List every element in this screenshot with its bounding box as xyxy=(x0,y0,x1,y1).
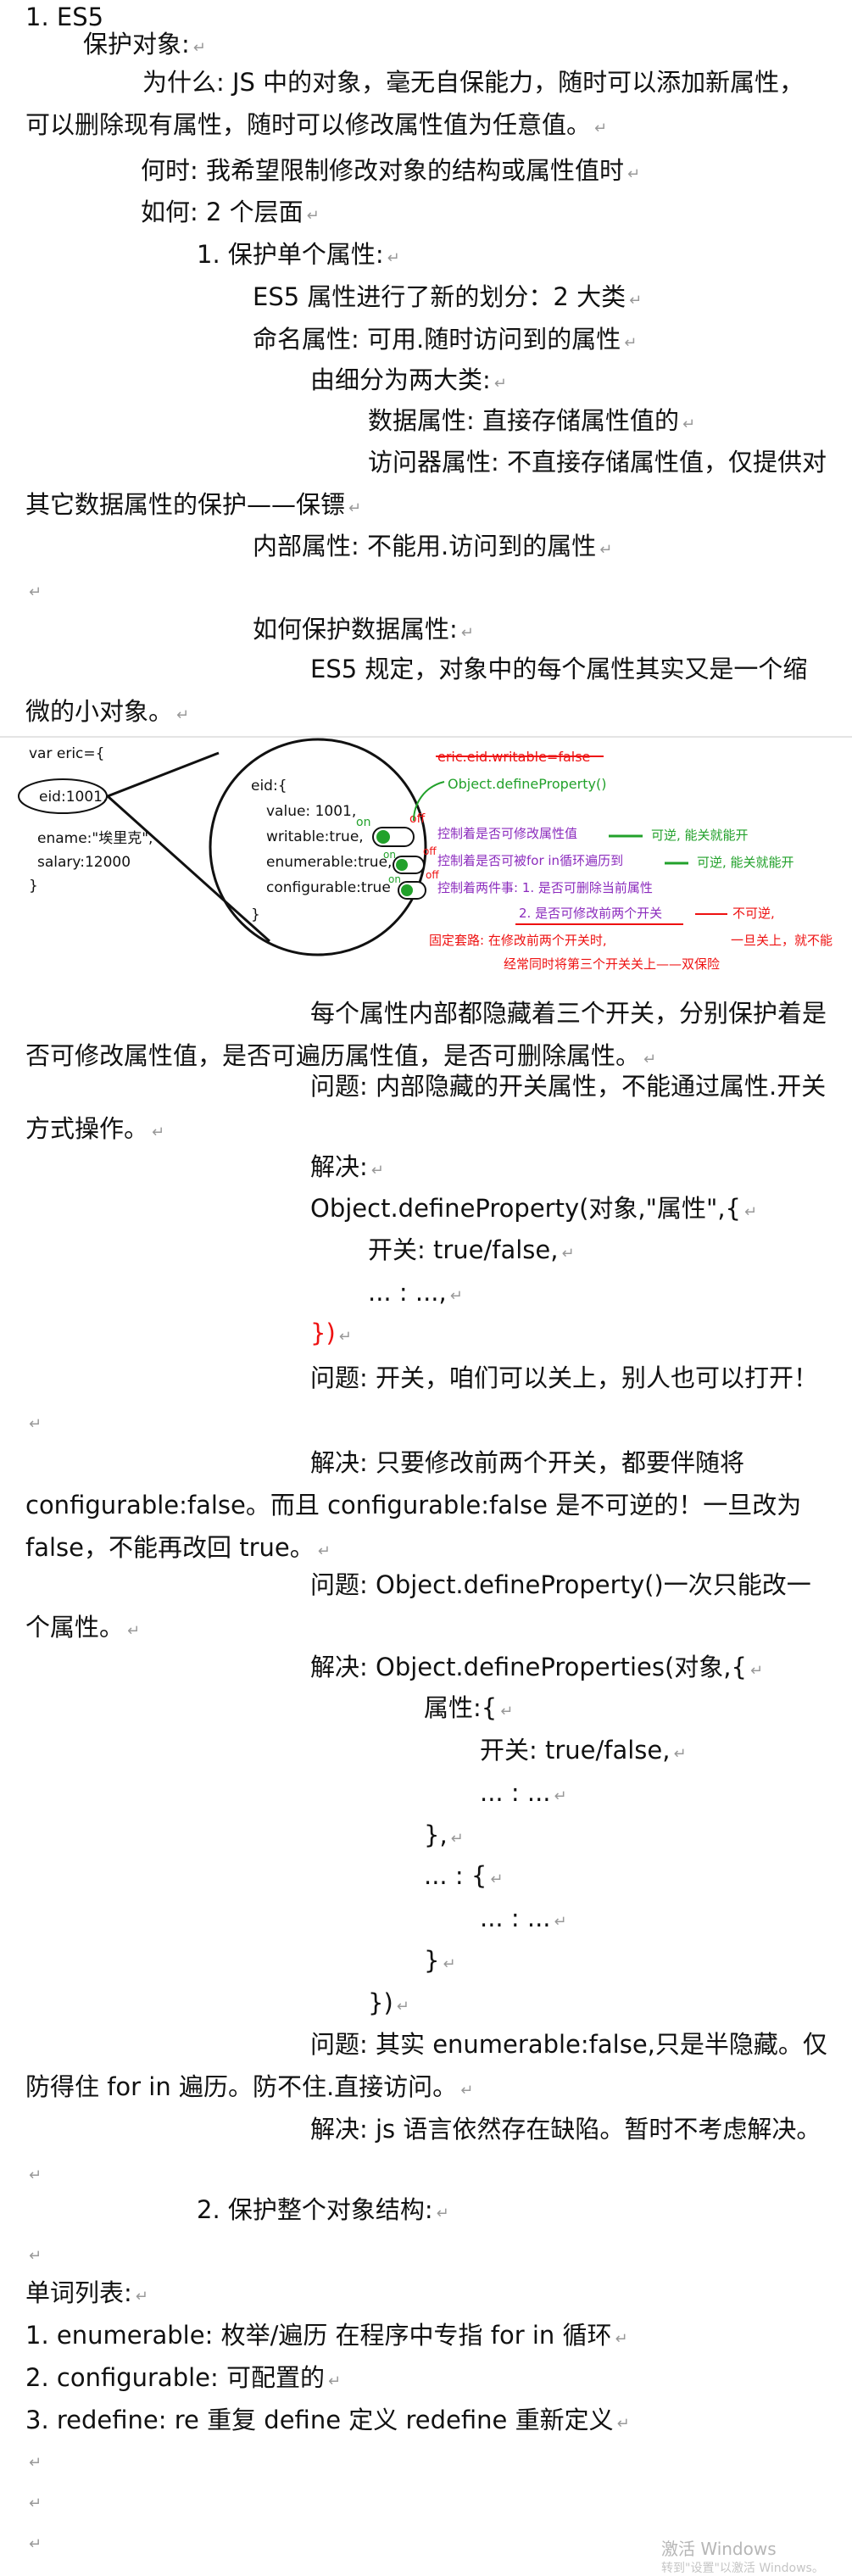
right-note: 可逆, 能关就能开 xyxy=(697,855,794,870)
paragraph-named-properties: 命名属性: 可用.随时访问到的属性↵ xyxy=(253,325,638,354)
detail-line: configurable:true xyxy=(266,879,391,896)
paragraph-internal-property: 内部属性: 不能用.访问到的属性↵ xyxy=(253,532,613,560)
paragraph-problem-open: 问题: 开关，咱们可以关上，别人也可以打开！↵ xyxy=(29,1363,818,1433)
enumerable-switch xyxy=(393,856,425,874)
zoom-line-top xyxy=(107,751,220,798)
empty-paragraph: ↵ xyxy=(29,2495,42,2512)
pattern-note: 固定套路: 在修改前两个开关时, xyxy=(429,933,607,948)
define-arrow xyxy=(413,781,445,822)
figure-code-line: salary:12000 xyxy=(37,854,131,871)
empty-paragraph: ↵ xyxy=(29,2247,42,2265)
figure-code-line: var eric={ xyxy=(29,745,104,762)
detail-line: value: 1001, xyxy=(266,803,356,820)
off-label: off xyxy=(426,869,439,881)
eid-highlight-ellipse xyxy=(18,778,108,814)
code-switch-line-2: 开关: true/false,↵ xyxy=(480,1736,687,1765)
writable-note: 控制着是否可修改属性值 xyxy=(437,826,577,841)
paragraph-three-switches: 每个属性内部都隐藏着三个开关，分别保护着是否可修改属性值，是否可遍历属性值，是否… xyxy=(25,999,827,1070)
vocab-heading: 单词列表:↵ xyxy=(25,2278,148,2307)
empty-paragraph: ↵ xyxy=(29,2454,42,2472)
code-ellipsis-3: ... : ...↵ xyxy=(480,1904,567,1932)
empty-paragraph: ↵ xyxy=(29,583,42,601)
detail-line: eid:{ xyxy=(251,778,287,795)
detail-line: } xyxy=(251,906,260,923)
figure-code-line: eid:1001, xyxy=(39,789,107,806)
paragraph-subdivided: 由细分为两大类:↵ xyxy=(310,365,507,394)
on-label: on xyxy=(388,873,401,885)
paragraph-es5-rule: ES5 规定，对象中的每个属性其实又是一个缩微的小对象。↵ xyxy=(25,655,808,726)
paragraph-solution-configurable: 解决: 只要修改前两个开关，都要伴随将configurable:false。而且… xyxy=(25,1448,802,1562)
heading-es5: 1. ES5 xyxy=(25,3,104,31)
right-note: 一旦关上，就不能 xyxy=(731,933,833,948)
figure-code-line: ename:"埃里克", xyxy=(37,830,153,847)
code-ellipsis: ... : ...,↵ xyxy=(368,1278,463,1307)
configurable-note-2: 2. 是否可修改前两个开关 xyxy=(519,906,662,921)
windows-activation-note: 转到"设置"以激活 Windows。 xyxy=(661,2562,824,2575)
enumerable-note: 控制着是否可被for in循环遍历到 xyxy=(437,853,623,868)
code-ellipsis-2: ... : ...↵ xyxy=(480,1778,567,1807)
right-note: 不可逆, xyxy=(732,906,775,921)
define-property-label: Object.defineProperty() xyxy=(448,776,606,792)
paragraph-accessor-property: 访问器属性: 不直接存储属性值，仅提供对其它数据属性的保护——保镖↵ xyxy=(25,448,827,519)
vocab-item: 1. enumerable: 枚举/遍历 在程序中专指 for in 循环↵ xyxy=(25,2321,628,2350)
configurable-note: 控制着两件事: 1. 是否可删除当前属性 xyxy=(437,880,653,895)
paragraph-why: 为什么: JS 中的对象，毫无自保能力，随时可以添加新属性，可以删除现有属性，随… xyxy=(25,68,805,139)
property-switch-diagram: var eric={ eid:1001, ename:"埃里克", salary… xyxy=(0,736,852,990)
on-label: on xyxy=(356,816,370,829)
vocab-item: 3. redefine: re 重复 define 定义 redefine 重新… xyxy=(25,2406,630,2434)
right-note: 可逆, 能关就能开 xyxy=(651,828,749,843)
paragraph-problem-hidden: 问题: 内部隐藏的开关属性，不能通过属性.开关方式操作。↵ xyxy=(25,1072,827,1143)
paragraph-js-flaw: 解决: js 语言依然存在缺陷。暂时不考虑解决。↵ xyxy=(29,2115,821,2184)
code-property-close: },↵ xyxy=(424,1820,464,1849)
zoom-line-bottom xyxy=(106,795,271,943)
code-define-property-close: })↵ xyxy=(310,1319,352,1347)
off-label: off xyxy=(409,812,426,826)
pattern-note-2: 经常同时将第三个开关关上——双保险 xyxy=(504,956,720,972)
section-protect-single-property: 1. 保护单个属性:↵ xyxy=(197,240,400,269)
on-label: on xyxy=(383,849,396,861)
off-label: off xyxy=(423,845,437,857)
section-protect-object-structure: 2. 保护整个对象结构:↵ xyxy=(197,2195,449,2224)
detail-line: enumerable:true, xyxy=(266,854,392,871)
windows-activation-watermark: 激活 Windows xyxy=(661,2539,777,2559)
code-property-open: 属性:{↵ xyxy=(424,1693,514,1722)
code-define-property-open: Object.defineProperty(对象,"属性",{↵ xyxy=(310,1194,758,1223)
empty-paragraph: ↵ xyxy=(29,2535,42,2553)
code-define-properties-close: })↵ xyxy=(368,1988,409,2017)
paragraph-how-protect-data: 如何保护数据属性:↵ xyxy=(253,615,474,644)
paragraph-when: 何时: 我希望限制修改对象的结构或属性值时↵ xyxy=(141,156,641,185)
code-define-properties-open: 解决: Object.defineProperties(对象,{↵ xyxy=(310,1653,764,1681)
paragraph-data-property: 数据属性: 直接存储属性值的↵ xyxy=(368,406,696,435)
magnify-circle xyxy=(209,738,427,956)
subheading-protect-object: 保护对象:↵ xyxy=(83,30,206,59)
figure-code-line: } xyxy=(29,878,38,895)
paragraph-problem-one-property: 问题: Object.defineProperty()一次只能改一个属性。↵ xyxy=(25,1570,811,1642)
configurable-switch xyxy=(398,881,426,900)
code-next-property-open: ... : {↵ xyxy=(424,1861,504,1890)
paragraph-solution: 解决:↵ xyxy=(310,1152,384,1181)
detail-line: writable:true, xyxy=(266,828,364,845)
paragraph-enumerable-problem: 问题: 其实 enumerable:false,只是半隐藏。仅防得住 for i… xyxy=(25,2030,827,2101)
code-switch-line: 开关: true/false,↵ xyxy=(368,1235,575,1264)
code-next-property-close: }↵ xyxy=(424,1946,456,1975)
vocab-item: 2. configurable: 可配置的↵ xyxy=(25,2363,342,2392)
paragraph-es5-property-types: ES5 属性进行了新的划分：2 大类↵ xyxy=(253,282,643,311)
paragraph-how: 如何: 2 个层面↵ xyxy=(141,198,320,226)
writable-switch xyxy=(372,827,415,847)
